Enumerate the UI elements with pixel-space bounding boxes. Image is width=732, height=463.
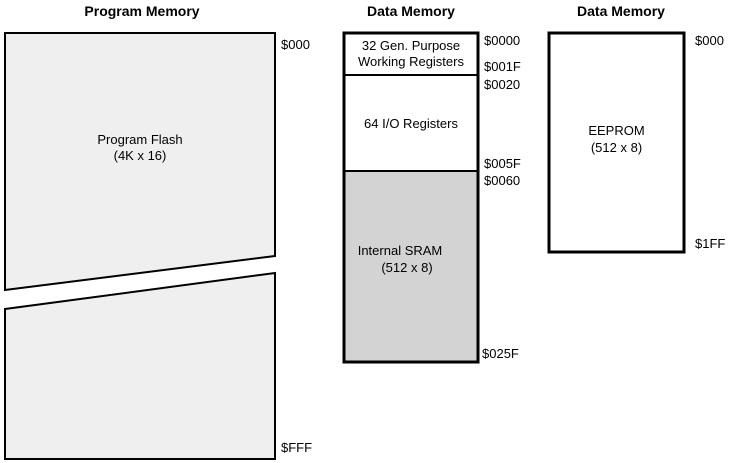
eeprom-block bbox=[547, 31, 686, 254]
io-start-address: $0020 bbox=[484, 77, 521, 92]
data-memory-outline bbox=[342, 31, 480, 364]
program-flash-block-lower bbox=[4, 271, 276, 460]
sram-start-address: $0060 bbox=[484, 173, 521, 188]
working-registers-label-line2: Working Registers bbox=[358, 54, 464, 69]
sram-label-line2: (512 x 8) bbox=[381, 260, 433, 275]
eeprom-start-address: $000 bbox=[695, 33, 724, 48]
registers-start-address: $0000 bbox=[484, 33, 521, 48]
program-flash-block-upper bbox=[4, 32, 276, 292]
program-end-address: $FFF bbox=[281, 440, 313, 455]
eeprom-data-memory-heading: Data Memory bbox=[577, 3, 665, 19]
io-registers-label: 64 I/O Registers bbox=[364, 116, 458, 131]
registers-end-address: $001F bbox=[484, 59, 521, 74]
program-flash-label: Program Flash bbox=[97, 132, 183, 147]
sram-label-line1: Internal SRAM bbox=[357, 243, 443, 258]
sram-end-address: $025F bbox=[482, 346, 519, 361]
eeprom-end-address: $1FF bbox=[695, 236, 726, 251]
io-end-address: $005F bbox=[484, 156, 521, 171]
eeprom-size-label: (512 x 8) bbox=[590, 140, 643, 155]
eeprom-label: EEPROM bbox=[588, 123, 645, 138]
program-start-address: $000 bbox=[281, 37, 310, 52]
data-memory-heading: Data Memory bbox=[367, 3, 455, 19]
working-registers-label-line1: 32 Gen. Purpose bbox=[361, 38, 461, 53]
program-flash-size-label: (4K x 16) bbox=[113, 148, 167, 163]
program-memory-heading: Program Memory bbox=[84, 3, 200, 19]
